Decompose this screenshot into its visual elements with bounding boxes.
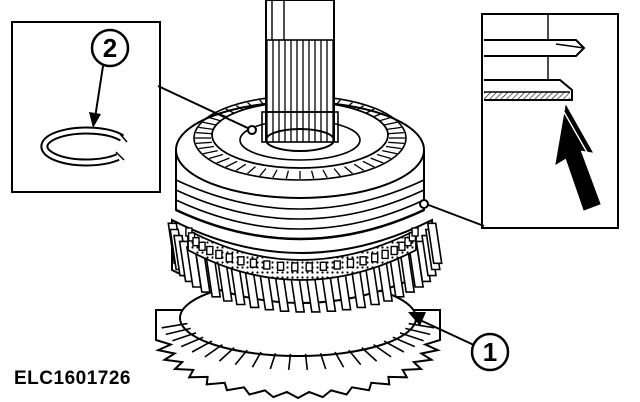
callout-2-label: 2 bbox=[103, 33, 117, 63]
groove-profile bbox=[484, 14, 586, 101]
snap-ring-inset: 2 bbox=[11, 21, 161, 193]
direction-arrow-icon bbox=[555, 104, 601, 211]
callout-1-label: 1 bbox=[483, 337, 497, 367]
gear-assembly bbox=[154, 0, 443, 400]
snap-ring-icon bbox=[40, 126, 128, 167]
groove-detail-inset bbox=[481, 13, 619, 229]
inset-leader-right bbox=[419, 199, 485, 227]
output-shaft bbox=[261, 0, 339, 152]
callout-2: 2 bbox=[90, 28, 130, 68]
callout-2-arrow bbox=[89, 65, 104, 128]
callout-1: 1 bbox=[408, 312, 510, 372]
figure-code: ELC1601726 bbox=[14, 368, 131, 389]
inset-leader-2 bbox=[157, 85, 257, 135]
synchronizer-ring bbox=[185, 227, 419, 281]
